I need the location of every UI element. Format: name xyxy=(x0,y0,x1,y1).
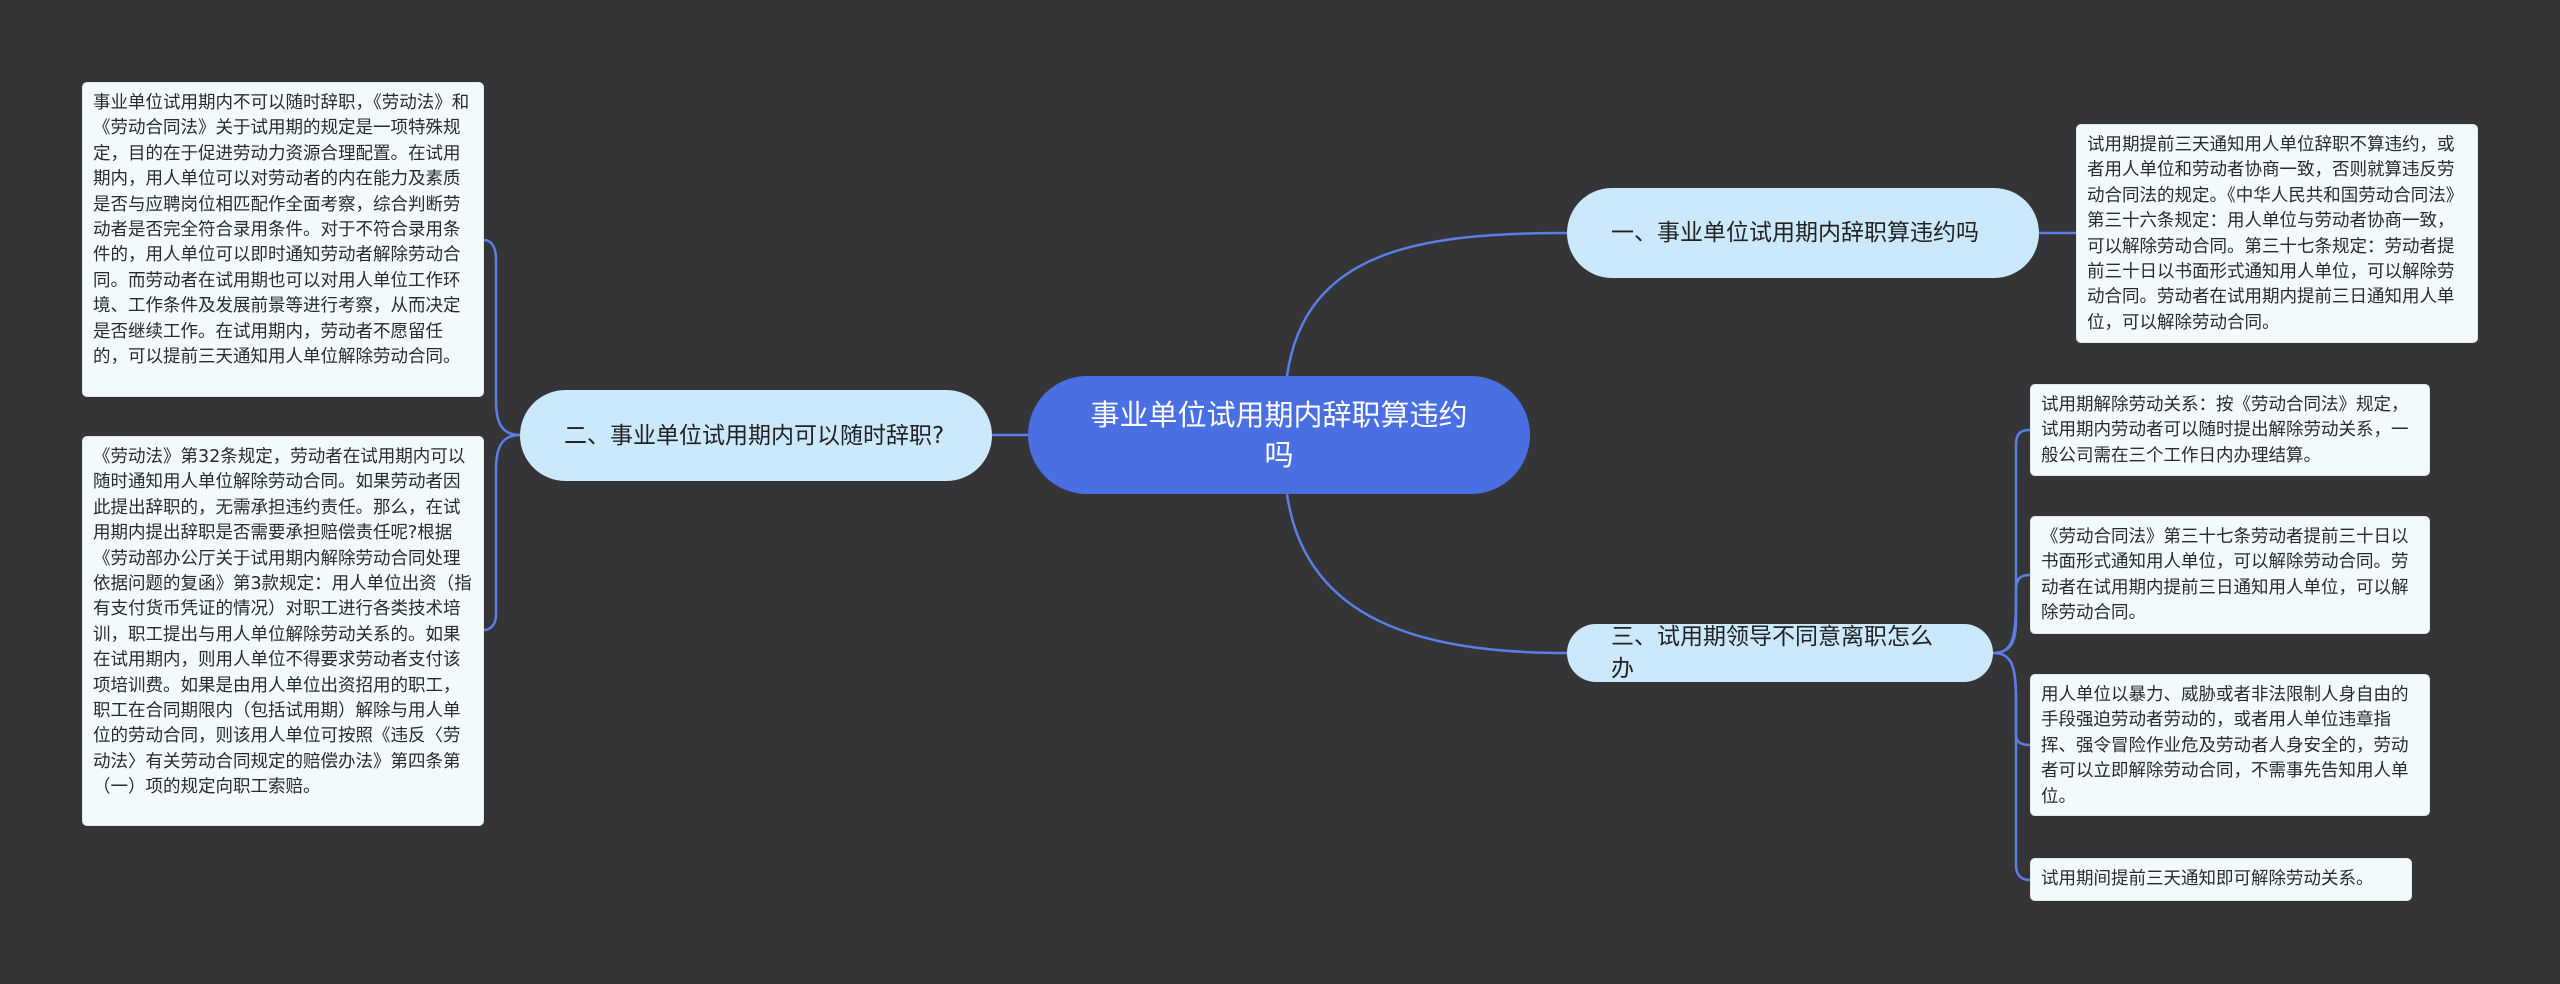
link-branch-2-leaf-1 xyxy=(483,238,521,437)
link-branch-3-leaf-2 xyxy=(1992,573,2031,655)
leaf-note-text: 试用期间提前三天通知即可解除劳动关系。 xyxy=(2041,869,2374,889)
leaf-note-text: 《劳动合同法》第三十七条劳动者提前三十日以书面形式通知用人单位，可以解除劳动合同… xyxy=(2041,527,2409,624)
branch-topic-1[interactable]: 一、事业单位试用期内辞职算违约吗 xyxy=(1567,188,2039,278)
leaf-note-text: 事业单位试用期内不可以随时辞职，《劳动法》和《劳动合同法》关于试用期的规定是一项… xyxy=(93,93,470,368)
leaf-note-3-1[interactable]: 试用期解除劳动关系：按《劳动合同法》规定，试用期内劳动者可以随时提出解除劳动关系… xyxy=(2030,384,2430,476)
leaf-note-2-1[interactable]: 事业单位试用期内不可以随时辞职，《劳动法》和《劳动合同法》关于试用期的规定是一项… xyxy=(82,82,484,397)
leaf-note-3-4[interactable]: 试用期间提前三天通知即可解除劳动关系。 xyxy=(2030,858,2412,901)
leaf-note-2-2[interactable]: 《劳动法》第32条规定，劳动者在试用期内可以随时通知用人单位解除劳动合同。如果劳… xyxy=(82,436,484,826)
link-root-branch-1 xyxy=(1285,231,1568,377)
branch-topic-3-label: 三、试用期领导不同意离职怎么办 xyxy=(1611,624,1933,682)
leaf-note-text: 试用期提前三天通知用人单位辞职不算违约，或者用人单位和劳动者协商一致，否则就算违… xyxy=(2087,135,2464,333)
leaf-note-text: 用人单位以暴力、威胁或者非法限制人身自由的手段强迫劳动者劳动的，或者用人单位违章… xyxy=(2041,685,2409,807)
branch-topic-2[interactable]: 二、事业单位试用期内可以随时辞职? xyxy=(520,390,992,481)
branch-topic-3[interactable]: 三、试用期领导不同意离职怎么办 xyxy=(1567,624,1993,682)
link-branch-3-leaf-1 xyxy=(1992,428,2031,655)
link-branch-2-leaf-2 xyxy=(483,433,521,632)
leaf-note-1-1[interactable]: 试用期提前三天通知用人单位辞职不算违约，或者用人单位和劳动者协商一致，否则就算违… xyxy=(2076,124,2478,343)
leaf-note-text: 试用期解除劳动关系：按《劳动合同法》规定，试用期内劳动者可以随时提出解除劳动关系… xyxy=(2041,395,2409,466)
leaf-note-text: 《劳动法》第32条规定，劳动者在试用期内可以随时通知用人单位解除劳动合同。如果劳… xyxy=(93,447,472,798)
link-root-branch-3 xyxy=(1285,493,1568,655)
link-branch-3-leaf-4 xyxy=(1992,651,2031,882)
leaf-note-3-2[interactable]: 《劳动合同法》第三十七条劳动者提前三十日以书面形式通知用人单位，可以解除劳动合同… xyxy=(2030,516,2430,634)
root-topic[interactable]: 事业单位试用期内辞职算违约吗 xyxy=(1028,376,1530,494)
branch-topic-2-label: 二、事业单位试用期内可以随时辞职? xyxy=(564,422,945,449)
leaf-note-3-3[interactable]: 用人单位以暴力、威胁或者非法限制人身自由的手段强迫劳动者劳动的，或者用人单位违章… xyxy=(2030,674,2430,816)
root-topic-label: 事业单位试用期内辞职算违约吗 xyxy=(1090,398,1468,472)
branch-topic-1-label: 一、事业单位试用期内辞职算违约吗 xyxy=(1611,220,1979,246)
